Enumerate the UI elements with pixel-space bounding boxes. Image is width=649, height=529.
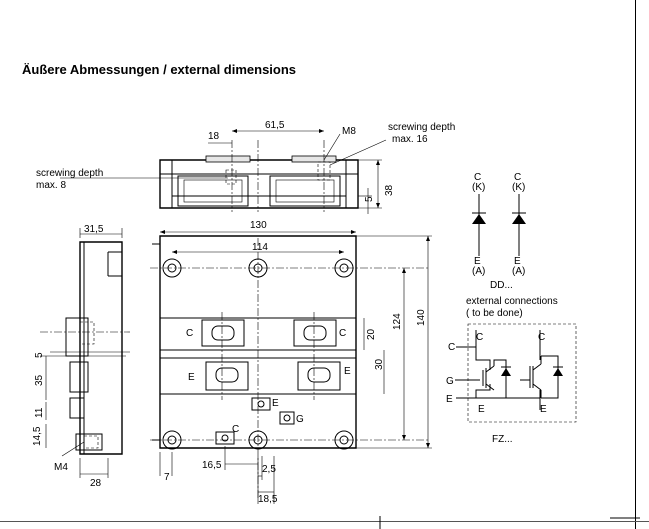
dim-2-5: 2,5 bbox=[262, 464, 276, 475]
front-view: 130 114 C C E E bbox=[150, 220, 432, 505]
dim-124: 124 bbox=[392, 313, 403, 330]
dim-38: 38 bbox=[384, 184, 395, 196]
fz-heading: external connections bbox=[466, 296, 558, 307]
dd-a2: (A) bbox=[512, 266, 525, 277]
fz-e-inner-right: E bbox=[540, 404, 547, 415]
dd-c1: C bbox=[474, 172, 481, 183]
dim-5-side: 5 bbox=[34, 352, 45, 358]
dim-5-top: 5 bbox=[364, 196, 375, 202]
drawing-title: Äußere Abmessungen / external dimensions bbox=[22, 62, 297, 77]
frame-border-right bbox=[635, 0, 636, 529]
fz-g: G bbox=[446, 376, 454, 387]
dd-e1: E bbox=[474, 256, 481, 267]
fz-e-inner-left: E bbox=[478, 404, 485, 415]
dd-e2: E bbox=[514, 256, 521, 267]
dim-35: 35 bbox=[34, 374, 45, 386]
dim-114: 114 bbox=[252, 242, 268, 253]
dim-20: 20 bbox=[366, 328, 377, 340]
thread-m4: M4 bbox=[54, 462, 68, 473]
fz-c-inner-left: C bbox=[476, 332, 483, 343]
side-view: 31,5 5 35 11 14,5 M4 28 bbox=[32, 224, 130, 489]
fz-c-outer: C bbox=[448, 342, 455, 353]
dd-k2: (K) bbox=[512, 182, 525, 193]
dd-k1: (K) bbox=[472, 182, 485, 193]
dim-31-5: 31,5 bbox=[84, 224, 104, 235]
aux-terminal-e: E bbox=[272, 398, 279, 409]
terminal-c-right: C bbox=[339, 328, 346, 339]
fz-subheading: ( to be done) bbox=[466, 308, 523, 319]
dim-130: 130 bbox=[250, 220, 267, 231]
dim-18-5: 18,5 bbox=[258, 494, 278, 505]
dim-61-5: 61,5 bbox=[265, 120, 285, 131]
frame-border-bottom bbox=[0, 521, 649, 522]
terminal-e-left: E bbox=[188, 372, 195, 383]
dim-28: 28 bbox=[90, 478, 102, 489]
dd-c2: C bbox=[514, 172, 521, 183]
dim-14-5: 14,5 bbox=[32, 426, 43, 446]
fz-c-inner-right: C bbox=[538, 332, 545, 343]
schematic-fz: external connections ( to be done) C C C… bbox=[446, 296, 577, 445]
thread-m8: M8 bbox=[342, 126, 356, 137]
aux-terminal-g: G bbox=[296, 414, 304, 425]
terminal-c-left: C bbox=[186, 328, 193, 339]
fz-name: FZ... bbox=[492, 434, 513, 445]
dim-140: 140 bbox=[416, 309, 427, 326]
screwing-depth-left-value: max. 8 bbox=[36, 180, 66, 191]
aux-terminal-c: C bbox=[232, 424, 239, 435]
frame-corner-marks bbox=[379, 516, 640, 529]
screwing-depth-right-label: screwing depth bbox=[388, 122, 455, 133]
screwing-depth-right-value: max. 16 bbox=[392, 134, 428, 145]
dim-11: 11 bbox=[34, 407, 45, 418]
top-view: 18 61,5 M8 screwing depth max. 16 screwi… bbox=[36, 120, 455, 214]
fz-e-outer: E bbox=[446, 394, 453, 405]
dd-name: DD... bbox=[490, 280, 513, 291]
dd-a1: (A) bbox=[472, 266, 485, 277]
screwing-depth-left-label: screwing depth bbox=[36, 168, 103, 179]
terminal-e-right: E bbox=[344, 366, 351, 377]
dim-18-top: 18 bbox=[208, 131, 220, 142]
schematic-dd: C (K) C (K) E (A) E (A) DD... bbox=[472, 172, 526, 291]
dim-7: 7 bbox=[164, 472, 170, 483]
dim-30: 30 bbox=[374, 358, 385, 370]
dim-16-5: 16,5 bbox=[202, 460, 222, 471]
